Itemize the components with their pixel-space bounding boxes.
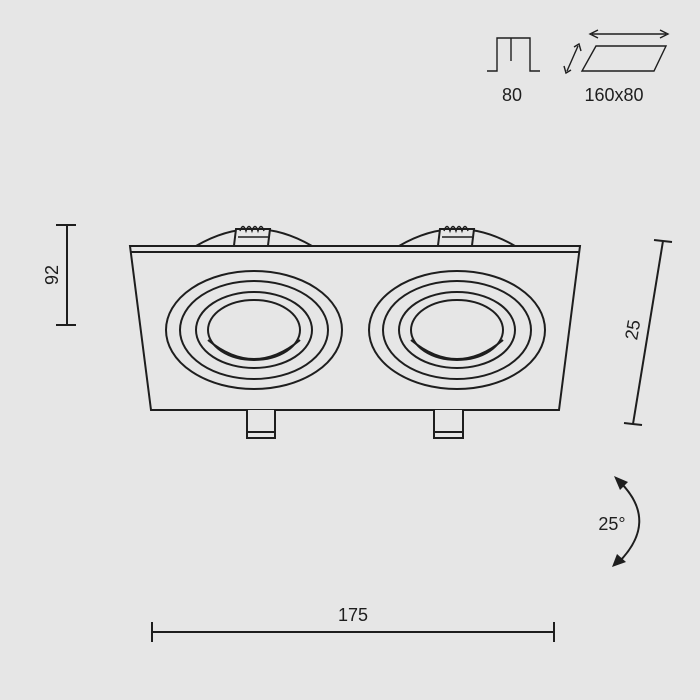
bracket-right [433, 410, 464, 439]
depth-label: 25 [621, 318, 644, 341]
height-label: 92 [42, 265, 62, 285]
cutout-depth-label: 80 [502, 85, 522, 105]
fixture-frame [128, 245, 582, 411]
tilt-angle-label: 25° [598, 514, 625, 534]
cutout-depth-icon [487, 37, 540, 72]
cutout-size-label: 160x80 [584, 85, 643, 105]
cutout-size-icon [563, 29, 670, 75]
width-dimension [151, 622, 555, 642]
lamp-module-right [368, 270, 546, 390]
tilt-angle-arrow [612, 476, 641, 567]
bracket-left [246, 410, 276, 439]
fixture-drawing [128, 225, 582, 439]
lamp-module-left [165, 270, 343, 390]
depth-dimension [623, 239, 673, 426]
height-dimension [56, 224, 76, 326]
width-label: 175 [338, 605, 368, 625]
